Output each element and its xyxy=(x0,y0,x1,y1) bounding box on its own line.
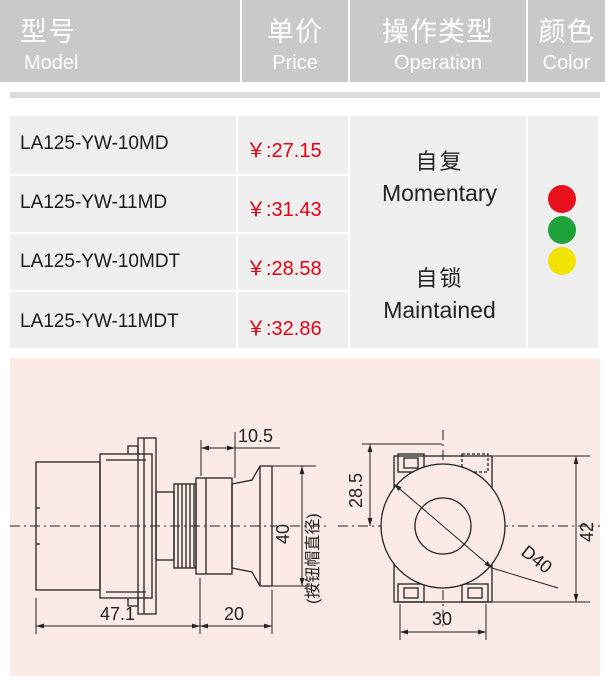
dim-label: 47.1 xyxy=(100,604,135,624)
row-divider xyxy=(10,174,350,176)
header-price: 单价 Price xyxy=(267,17,323,74)
color-dot-red xyxy=(548,185,576,213)
separator-bar xyxy=(10,92,600,98)
dim-label: 20 xyxy=(224,604,244,624)
price-cell: ￥:32.86 xyxy=(246,318,322,340)
header-model: 型号 Model xyxy=(20,17,79,74)
row-divider xyxy=(10,232,350,234)
model-cell: LA125-YW-10MD xyxy=(20,133,169,154)
model-cell: LA125-YW-11MDT xyxy=(20,311,179,332)
operation-maintained: 自锁 Maintained xyxy=(383,266,496,323)
dimension-drawing: 10.5 40 (按钮帽直径) 47.1 20 28.5 42 D40 30 xyxy=(10,358,600,676)
header-color: 颜色 Color xyxy=(538,17,595,74)
dim-note: (按钮帽直径) xyxy=(304,513,322,604)
dim-label: 42 xyxy=(577,522,597,542)
dim-label: D40 xyxy=(518,541,556,577)
header-divider xyxy=(348,0,350,82)
dimension-drawing-svg: 10.5 40 (按钮帽直径) 47.1 20 28.5 42 D40 30 xyxy=(10,426,600,640)
column-divider xyxy=(526,116,528,348)
dim-label: 40 xyxy=(273,524,293,544)
operation-momentary: 自复 Momentary xyxy=(381,149,498,206)
dim-label: 30 xyxy=(432,609,452,629)
table-header: 型号 Model 单价 Price 操作类型 Operation 颜色 Colo… xyxy=(0,0,605,82)
price-cell: ￥:28.58 xyxy=(246,258,322,280)
color-dot-yellow xyxy=(548,247,576,275)
price-cell: ￥:31.43 xyxy=(246,199,322,221)
price-cell: ￥:27.15 xyxy=(246,140,322,162)
model-cell: LA125-YW-10MDT xyxy=(20,251,181,272)
header-divider xyxy=(526,0,528,82)
color-dot-green xyxy=(548,216,576,244)
model-cell: LA125-YW-11MD xyxy=(20,192,168,213)
row-divider xyxy=(10,290,350,292)
dim-label: 28.5 xyxy=(346,473,366,508)
dim-label: 10.5 xyxy=(238,426,273,446)
header-divider xyxy=(240,0,242,82)
header-operation: 操作类型 Operation xyxy=(382,17,494,74)
